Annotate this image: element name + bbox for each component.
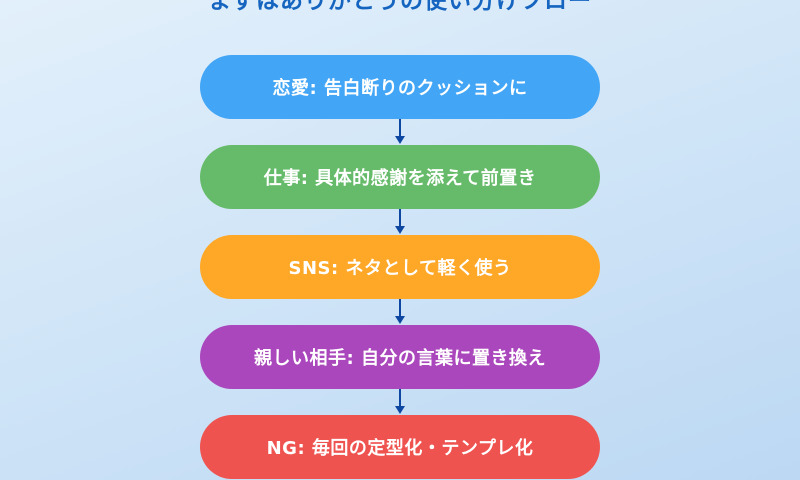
step-close-friends: 親しい相手: 自分の言葉に置き換え	[200, 325, 600, 389]
step-ng: NG: 毎回の定型化・テンプレ化	[200, 415, 600, 479]
flow-title: まずはありがとうの使い分けフロー	[208, 0, 592, 14]
flow-diagram: 恋愛: 告白断りのクッションに 仕事: 具体的感謝を添えて前置き SNS: ネタ…	[200, 55, 600, 479]
step-romance: 恋愛: 告白断りのクッションに	[200, 55, 600, 119]
step-sns: SNS: ネタとして軽く使う	[200, 235, 600, 299]
arrow-connector	[200, 389, 600, 415]
step-work: 仕事: 具体的感謝を添えて前置き	[200, 145, 600, 209]
arrow-connector	[200, 119, 600, 145]
arrow-connector	[200, 299, 600, 325]
arrow-connector	[200, 209, 600, 235]
